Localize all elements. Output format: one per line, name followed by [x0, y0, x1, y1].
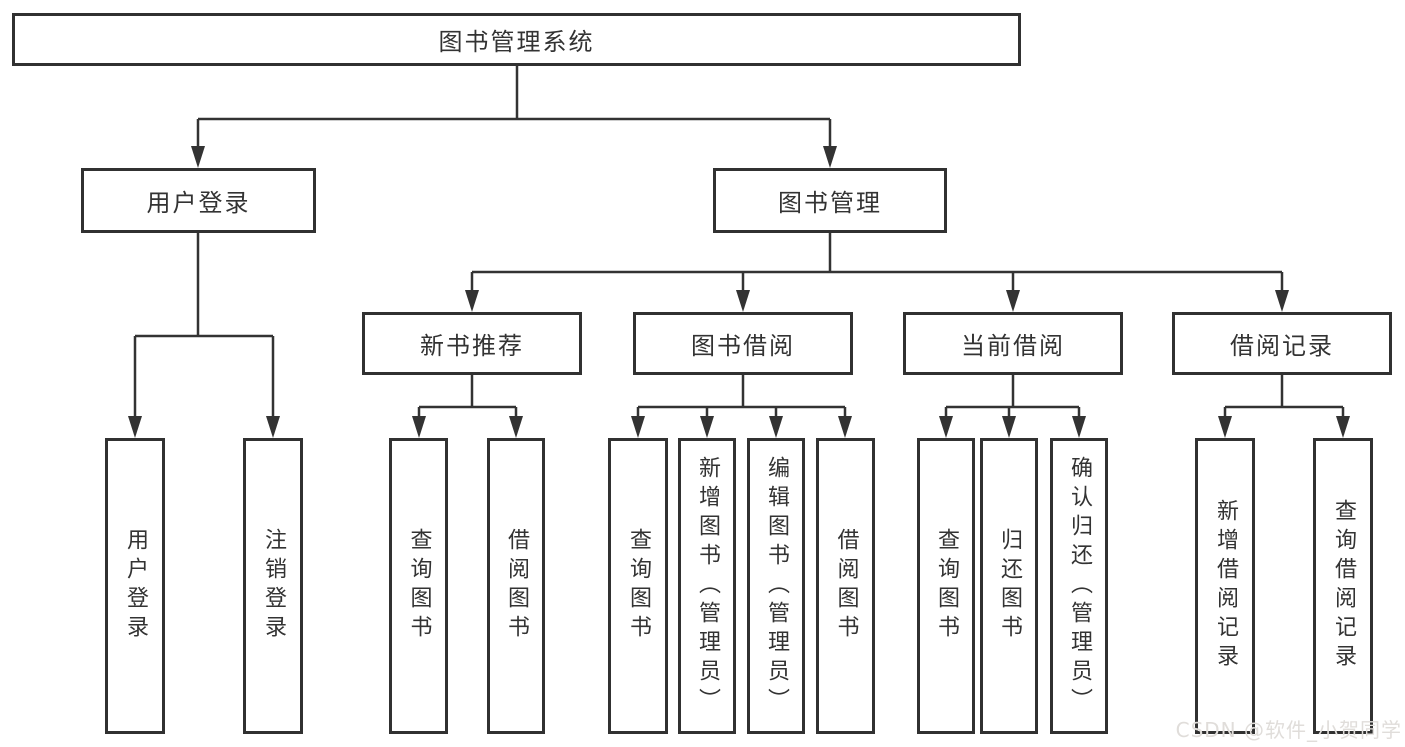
- leaf-query-books-recommend: 查询图书: [389, 438, 448, 734]
- node-book-borrow: 图书借阅: [633, 312, 853, 375]
- node-new-book-recommend: 新书推荐: [362, 312, 582, 375]
- leaf-query-books-current: 查询图书: [917, 438, 975, 734]
- node-user-login: 用户登录: [81, 168, 316, 233]
- node-borrow-records: 借阅记录: [1172, 312, 1392, 375]
- leaf-confirm-return-admin: 确认归还（管理员）: [1050, 438, 1108, 734]
- arrowheads: [128, 146, 1350, 438]
- leaf-return-books: 归还图书: [980, 438, 1038, 734]
- leaf-borrow-books: 借阅图书: [816, 438, 875, 734]
- leaf-add-borrow-record: 新增借阅记录: [1195, 438, 1255, 734]
- node-library-management-system: 图书管理系统: [12, 13, 1021, 66]
- leaf-query-books-borrow: 查询图书: [608, 438, 668, 734]
- csdn-watermark: CSDN @软件_小贺同学: [1175, 718, 1402, 742]
- leaf-add-books-admin: 新增图书（管理员）: [678, 438, 736, 734]
- leaf-user-login: 用户登录: [105, 438, 165, 734]
- leaf-query-borrow-record: 查询借阅记录: [1313, 438, 1373, 734]
- leaf-logout: 注销登录: [243, 438, 303, 734]
- node-book-management: 图书管理: [713, 168, 947, 233]
- leaf-edit-books-admin: 编辑图书（管理员）: [747, 438, 805, 734]
- leaf-borrow-books-recommend: 借阅图书: [487, 438, 545, 734]
- node-current-borrow: 当前借阅: [903, 312, 1123, 375]
